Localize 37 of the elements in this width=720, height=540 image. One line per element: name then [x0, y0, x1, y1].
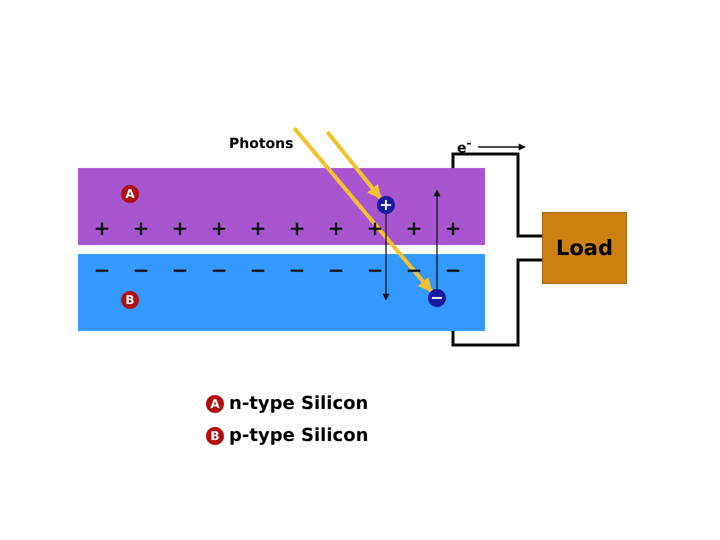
plus-sign: + — [132, 218, 150, 238]
plus-sign: + — [92, 218, 112, 238]
semiconductor-layer — [78, 254, 485, 331]
plus-sign: + — [248, 218, 268, 238]
semiconductor-layer — [78, 168, 485, 245]
minus-sign: − — [132, 260, 150, 280]
minus-sign: − — [288, 260, 306, 280]
plus-sign: + — [444, 218, 462, 238]
wire — [434, 189, 440, 289]
plus-sign: + — [210, 218, 228, 238]
minus-sign: − — [210, 260, 228, 280]
wire — [452, 152, 542, 238]
wire — [382, 214, 390, 301]
photons-label: Photons — [229, 136, 294, 152]
plus-sign: + — [326, 218, 346, 238]
legend-text: n-type Silicon — [229, 393, 368, 414]
load-box: Load — [542, 212, 627, 284]
wire — [452, 258, 542, 346]
plus-sign: + — [170, 218, 190, 238]
photon-arrow — [292, 126, 433, 292]
minus-sign: − — [92, 260, 112, 280]
letter-badge: A — [121, 185, 139, 203]
letter-badge: B — [206, 427, 224, 445]
letter-badge: A — [206, 395, 224, 413]
hole-circle: + — [377, 196, 395, 214]
minus-sign: − — [248, 260, 268, 280]
electron-circle: − — [428, 289, 446, 307]
letter-badge: B — [121, 291, 139, 309]
minus-sign: − — [444, 260, 462, 280]
minus-sign: − — [170, 260, 190, 280]
minus-sign: − — [326, 260, 346, 280]
minus-sign: − — [366, 260, 384, 280]
plus-sign: + — [288, 218, 306, 238]
plus-sign: + — [404, 218, 424, 238]
photon-arrow — [326, 130, 382, 200]
electron-label: e$^{-}$ — [457, 136, 472, 157]
legend-text: p-type Silicon — [229, 425, 368, 446]
